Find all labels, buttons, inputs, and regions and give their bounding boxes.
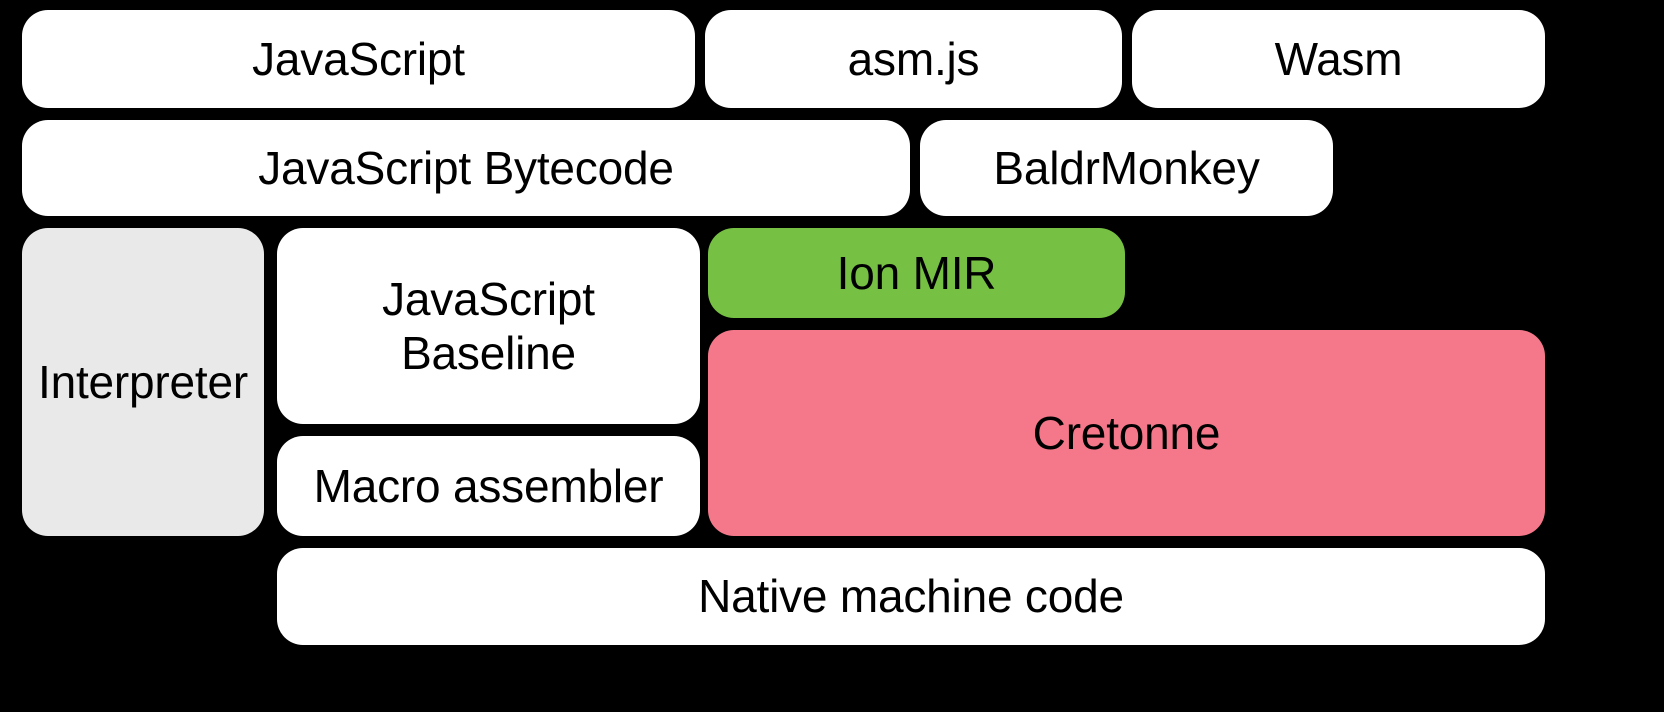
box-cretonne: Cretonne bbox=[708, 330, 1545, 536]
box-macro-assembler: Macro assembler bbox=[277, 436, 700, 536]
box-asm-js: asm.js bbox=[705, 10, 1122, 108]
box-ion-mir: Ion MIR bbox=[708, 228, 1125, 318]
box-javascript: JavaScript bbox=[22, 10, 695, 108]
box-javascript-bytecode: JavaScript Bytecode bbox=[22, 120, 910, 216]
box-native-machine-code: Native machine code bbox=[277, 548, 1545, 645]
box-baldrmonkey: BaldrMonkey bbox=[920, 120, 1333, 216]
box-interpreter: Interpreter bbox=[22, 228, 264, 536]
box-wasm: Wasm bbox=[1132, 10, 1545, 108]
box-javascript-baseline: JavaScript Baseline bbox=[277, 228, 700, 424]
